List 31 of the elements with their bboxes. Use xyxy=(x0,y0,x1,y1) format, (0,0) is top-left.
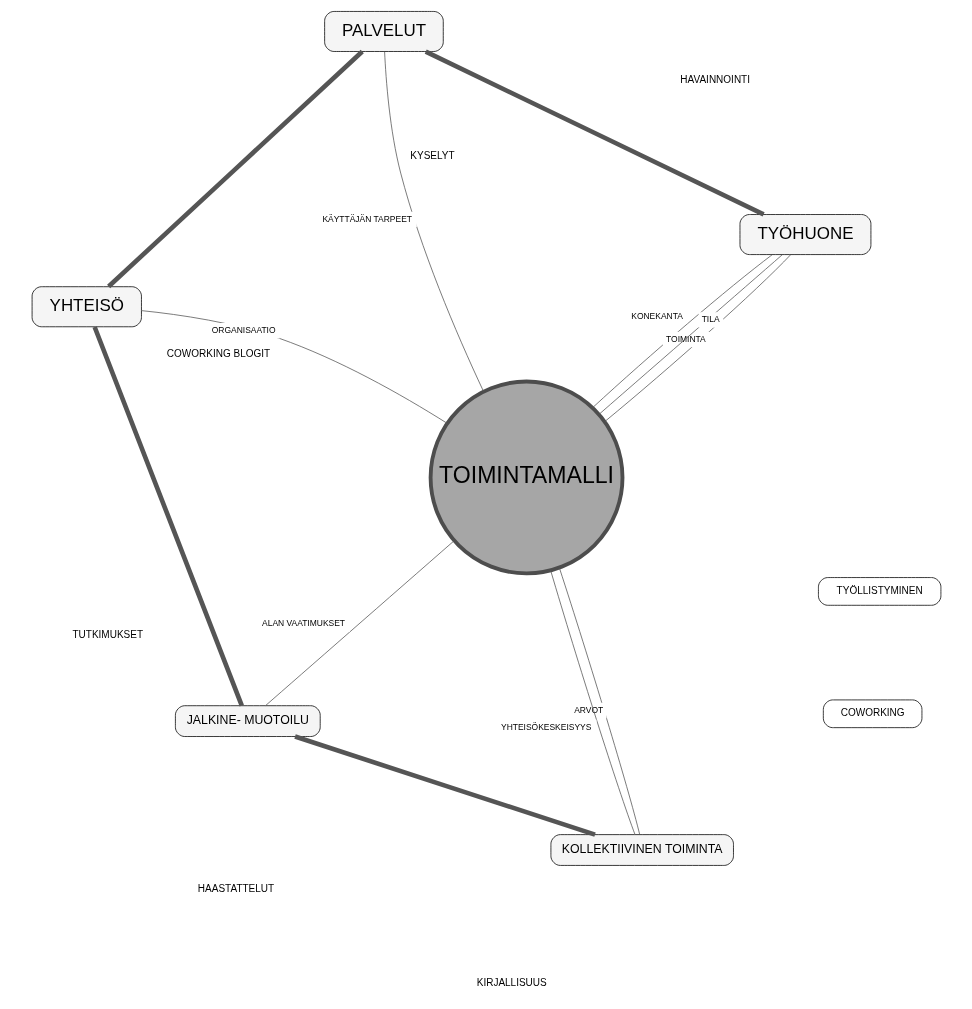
edge-label: YHTEISÖKESKEISYYS xyxy=(500,721,591,732)
connector xyxy=(424,49,765,217)
label: KYSELYT xyxy=(409,150,455,162)
node-box: YHTEISÖ xyxy=(31,286,142,328)
edge-label: KONEKANTA xyxy=(630,310,683,321)
label: TUTKIMUKSET xyxy=(71,628,143,640)
connector xyxy=(264,540,454,707)
node-box: TYÖLLISTYMINEN xyxy=(817,577,941,606)
edge-label: KÄYTTÄJÄN TARPEET xyxy=(321,213,412,224)
edge-label: TOIMINTA xyxy=(665,333,706,344)
node-box: PALVELUT xyxy=(323,11,444,52)
label: KIRJALLISUUS xyxy=(476,977,547,989)
label: HAVAINNOINTI xyxy=(679,73,750,85)
connector xyxy=(549,570,635,835)
node-box: TYÖHUONE xyxy=(739,214,871,255)
node-box: COWORKING xyxy=(822,699,922,729)
edge-label: ALAN VAATIMUKSET xyxy=(261,618,345,629)
connector xyxy=(106,49,364,289)
label: HAASTATTELUT xyxy=(197,882,274,894)
node-box: KOLLEKTIIVINEN TOIMINTA xyxy=(550,834,734,866)
edge-label: ARVOT xyxy=(573,704,603,715)
node-box: JALKINE- MUOTOILU xyxy=(174,705,321,737)
connector xyxy=(383,51,484,392)
label: COWORKING BLOGIT xyxy=(166,348,270,360)
connector xyxy=(92,326,244,707)
edge-label: TILA xyxy=(701,314,720,325)
edge-label: ORGANISAATIO xyxy=(211,324,276,335)
connector xyxy=(140,310,447,424)
connector xyxy=(293,734,596,837)
connector xyxy=(558,567,640,835)
node-circle: TOIMINTAMALLI xyxy=(428,379,624,576)
